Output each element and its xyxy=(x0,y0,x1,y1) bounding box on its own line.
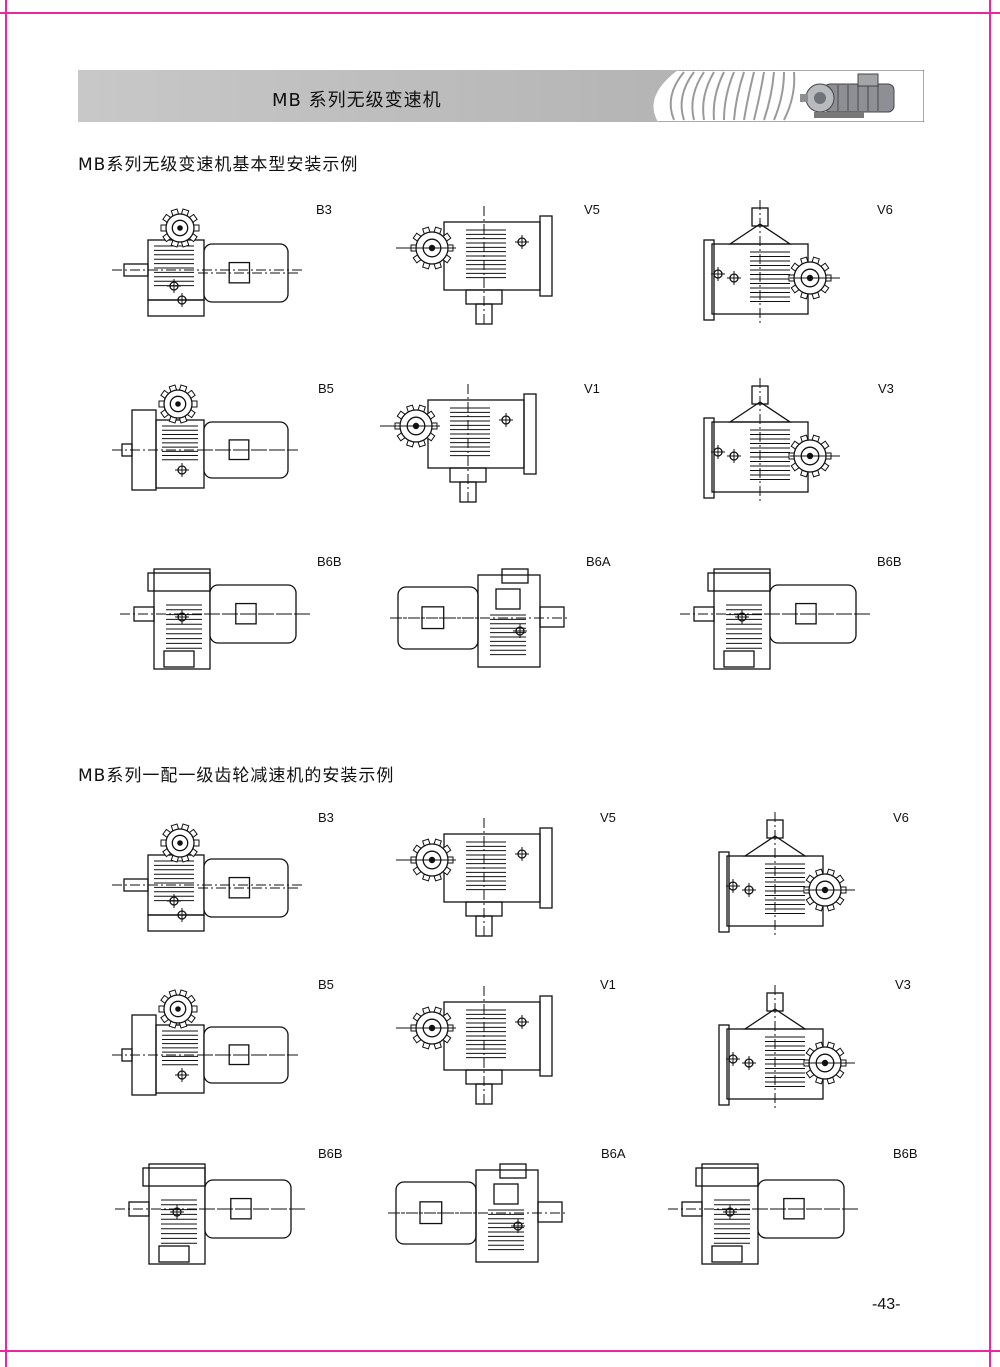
motor-body xyxy=(198,243,298,303)
mounting-drawing xyxy=(396,818,553,938)
mount-label: V3 xyxy=(878,381,894,396)
page-title: MB 系列无级变速机 xyxy=(272,90,442,111)
mounting-drawing xyxy=(668,1163,858,1265)
mounting-drawing xyxy=(718,812,855,938)
page-number: -43- xyxy=(872,1296,901,1313)
mount-label: B6B xyxy=(877,554,902,569)
mount-label: B6B xyxy=(893,1146,918,1161)
mount-label: V5 xyxy=(584,202,600,217)
bolt-mark xyxy=(175,293,189,307)
bolt-mark xyxy=(515,1015,529,1029)
handwheel-icon xyxy=(160,823,200,863)
header-banner xyxy=(78,70,924,122)
mounting-drawing xyxy=(112,823,302,932)
cooling-fins xyxy=(750,251,790,302)
cooling-fins xyxy=(488,1209,524,1251)
mount-label: B6B xyxy=(318,1146,343,1161)
section-title-basic: MB系列无级变速机基本型安装示例 xyxy=(78,155,359,175)
crop-mark xyxy=(5,0,7,12)
cooling-fins xyxy=(162,425,198,461)
page-border xyxy=(5,12,991,1352)
section-title-gear: MB系列一配一级齿轮减速机的安装示例 xyxy=(78,766,395,786)
mounting-drawing xyxy=(703,378,840,504)
bolt-mark xyxy=(175,908,189,922)
mount-label: V5 xyxy=(600,810,616,825)
mounting-drawing xyxy=(388,1163,568,1263)
mount-label: B6A xyxy=(601,1146,626,1161)
cooling-fins xyxy=(166,604,202,649)
mount-label: V3 xyxy=(895,977,911,992)
bolt-mark xyxy=(515,235,529,249)
bolt-mark xyxy=(726,879,740,893)
bolt-mark xyxy=(515,847,529,861)
bolt-mark xyxy=(727,271,741,285)
bolt-mark xyxy=(167,279,181,293)
mounting-drawing xyxy=(120,568,310,670)
cooling-fins xyxy=(162,1030,198,1066)
cooling-fins xyxy=(714,1199,750,1244)
bolt-mark xyxy=(727,449,741,463)
mounting-drawing xyxy=(703,200,840,326)
mounting-drawing xyxy=(396,206,553,326)
mounting-drawing xyxy=(680,568,870,670)
cooling-fins xyxy=(726,604,762,649)
mounting-drawing xyxy=(380,384,537,504)
mounting-drawing xyxy=(718,985,855,1111)
cooling-fins xyxy=(466,841,506,891)
crop-mark xyxy=(0,12,5,14)
crop-mark xyxy=(5,1352,7,1367)
mounting-drawing xyxy=(390,568,570,668)
motor-photo-icon xyxy=(800,73,895,118)
mounting-drawing xyxy=(112,989,298,1096)
bolt-mark xyxy=(723,1205,737,1219)
bolt-mark xyxy=(742,883,756,897)
crop-mark xyxy=(989,1352,991,1367)
mount-label: V1 xyxy=(600,977,616,992)
handwheel-icon xyxy=(160,208,200,248)
mount-label: B3 xyxy=(316,202,332,217)
crop-mark xyxy=(0,1350,5,1352)
mount-label: B6B xyxy=(317,554,342,569)
cooling-fins xyxy=(466,229,506,279)
handwheel-icon xyxy=(158,989,198,1029)
bolt-mark xyxy=(499,413,513,427)
mounting-drawing xyxy=(115,1163,305,1265)
motor-body xyxy=(198,858,298,918)
bolt-mark xyxy=(175,610,189,624)
mount-label: B3 xyxy=(318,810,334,825)
bolt-mark xyxy=(711,445,725,459)
cooling-fins xyxy=(765,1036,805,1087)
bolt-mark xyxy=(175,463,189,477)
cooling-fins xyxy=(765,863,805,914)
mounting-drawing xyxy=(112,208,302,317)
mount-label: V6 xyxy=(893,810,909,825)
cooling-fins xyxy=(450,407,490,457)
mount-label: V6 xyxy=(877,202,893,217)
crop-mark xyxy=(991,1350,1000,1352)
handwheel-icon xyxy=(158,384,198,424)
mounting-drawing xyxy=(112,384,298,491)
mount-label: B5 xyxy=(318,381,334,396)
bolt-mark xyxy=(170,1205,184,1219)
mounting-drawing xyxy=(396,986,553,1106)
mount-label: B5 xyxy=(318,977,334,992)
bolt-mark xyxy=(711,267,725,281)
bolt-mark xyxy=(513,624,527,638)
bolt-mark xyxy=(726,1052,740,1066)
mount-label: B6A xyxy=(586,554,611,569)
bolt-mark xyxy=(511,1219,525,1233)
cooling-fins xyxy=(161,1199,197,1244)
cooling-fins xyxy=(750,429,790,480)
bolt-mark xyxy=(167,894,181,908)
cooling-fins xyxy=(466,1009,506,1059)
bolt-mark xyxy=(742,1056,756,1070)
bolt-mark xyxy=(175,1068,189,1082)
crop-mark xyxy=(989,0,991,12)
crop-mark xyxy=(991,12,1000,14)
mount-label: V1 xyxy=(584,381,600,396)
bolt-mark xyxy=(735,610,749,624)
cooling-fins xyxy=(490,614,526,656)
